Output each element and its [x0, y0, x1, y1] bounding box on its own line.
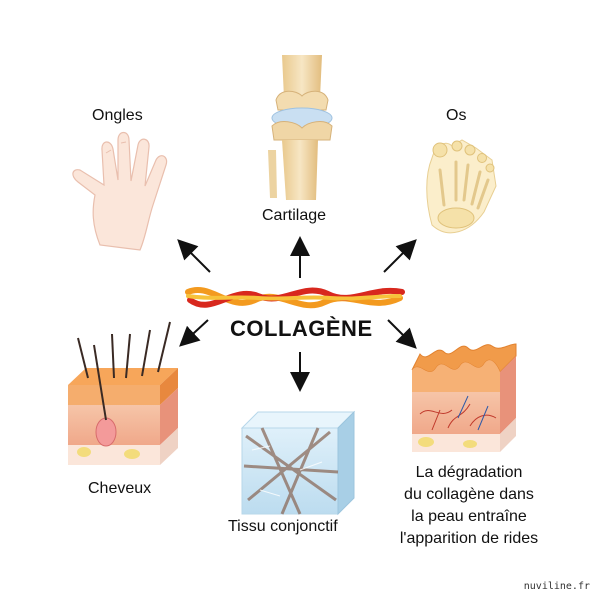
- credit-watermark: nuviline.fr: [523, 581, 590, 592]
- collagen-strand-illustration: [185, 287, 405, 309]
- foot-bones-illustration: [426, 139, 497, 234]
- wrinkled-skin-illustration: [411, 343, 517, 452]
- label-rides-line-4: l'apparition de rides: [399, 530, 539, 547]
- label-cheveux: Cheveux: [88, 480, 152, 497]
- label-rides-line-2: du collagène dans: [404, 486, 534, 503]
- label-rides-line-3: la peau entraîne: [411, 508, 527, 525]
- connective-tissue-cube-illustration: [240, 410, 356, 516]
- label-rides: La dégradation du collagène dans la peau…: [374, 462, 564, 550]
- hair-skin-illustration: [68, 321, 178, 465]
- label-ongles: Ongles: [92, 107, 143, 124]
- arrow-to-cheveux: [179, 319, 209, 347]
- label-rides-line-1: La dégradation: [415, 464, 523, 481]
- arrow-to-ongles: [177, 239, 211, 273]
- arrow-to-os: [383, 239, 417, 273]
- arrows: [177, 236, 417, 392]
- label-tissu-conjonctif: Tissu conjonctif: [228, 518, 338, 535]
- label-os: Os: [446, 107, 467, 124]
- knee-illustration: [268, 55, 333, 200]
- arrow-to-rides: [387, 319, 417, 349]
- label-cartilage: Cartilage: [262, 207, 327, 224]
- center-title: COLLAGÈNE: [230, 316, 373, 341]
- hand-illustration: [72, 131, 168, 251]
